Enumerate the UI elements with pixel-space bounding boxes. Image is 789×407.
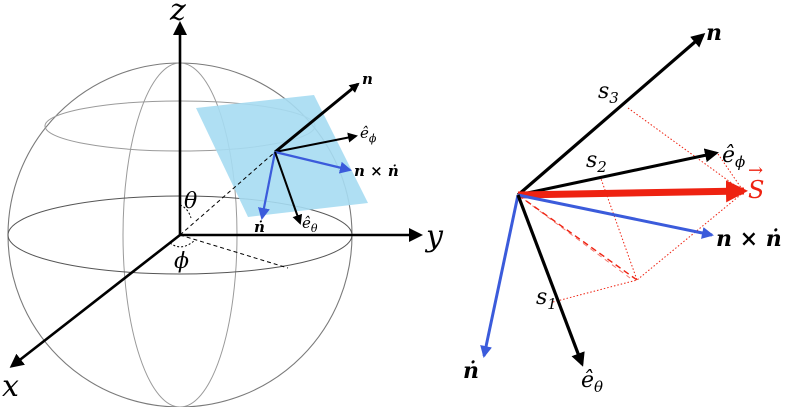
projection-line bbox=[179, 234, 289, 269]
dashed-plane-vector bbox=[517, 194, 638, 281]
vector-e-phi bbox=[274, 132, 358, 153]
e-phi-label-right: êϕ bbox=[722, 143, 745, 171]
phi-arc bbox=[169, 239, 196, 248]
tangent-plane bbox=[196, 95, 368, 217]
s2-label: s2 bbox=[586, 148, 607, 176]
radius-line bbox=[179, 151, 276, 236]
theta-label: θ bbox=[184, 189, 197, 214]
x-axis-label: x bbox=[2, 369, 19, 404]
e-theta-label-right: êθ bbox=[581, 368, 603, 396]
e-phi-label-left: êϕ bbox=[360, 124, 377, 145]
vector-n bbox=[274, 82, 360, 154]
vector-e-phi-right bbox=[517, 148, 719, 197]
vector-e-theta-right bbox=[516, 194, 585, 367]
left-sphere-figure: z y x θ ϕ n êϕ n × ṅ ṅ êθ bbox=[2, 0, 444, 407]
ndot-label-left: ṅ bbox=[254, 218, 265, 236]
e-theta-label-left: êθ bbox=[302, 214, 318, 235]
vector-n-cross-ndot-right bbox=[517, 193, 714, 239]
ndot-label-right: ṅ bbox=[463, 358, 479, 384]
right-decomposition-figure: n êϕ → S n × ṅ ṅ êθ s3 s2 s1 bbox=[463, 20, 782, 396]
n-cross-ndot-label-right: n × ṅ bbox=[716, 226, 782, 252]
S-label: S bbox=[748, 176, 764, 204]
n-label-right: n bbox=[706, 20, 722, 46]
S-arrow-label: → bbox=[748, 160, 763, 181]
z-axis-label: z bbox=[169, 0, 186, 28]
vector-ndot-right bbox=[480, 194, 520, 358]
vector-ndot bbox=[258, 151, 277, 220]
dotted-ephi-to-S bbox=[717, 153, 745, 193]
n-label-left: n bbox=[362, 70, 373, 88]
theta-arc bbox=[179, 204, 192, 219]
vector-n-right bbox=[516, 33, 706, 197]
dotted-proj-s1 bbox=[552, 279, 638, 303]
phi-label: ϕ bbox=[174, 249, 189, 274]
s1-label: s1 bbox=[536, 285, 557, 313]
y-axis-label: y bbox=[424, 219, 444, 254]
x-axis bbox=[9, 233, 181, 368]
s3-label: s3 bbox=[598, 79, 619, 107]
dotted-proj-s3 bbox=[627, 107, 745, 193]
vector-e-theta bbox=[274, 151, 303, 225]
vector-S bbox=[517, 180, 748, 203]
vector-n-cross-ndot bbox=[274, 150, 352, 174]
n-cross-ndot-label-left: n × ṅ bbox=[354, 162, 399, 180]
